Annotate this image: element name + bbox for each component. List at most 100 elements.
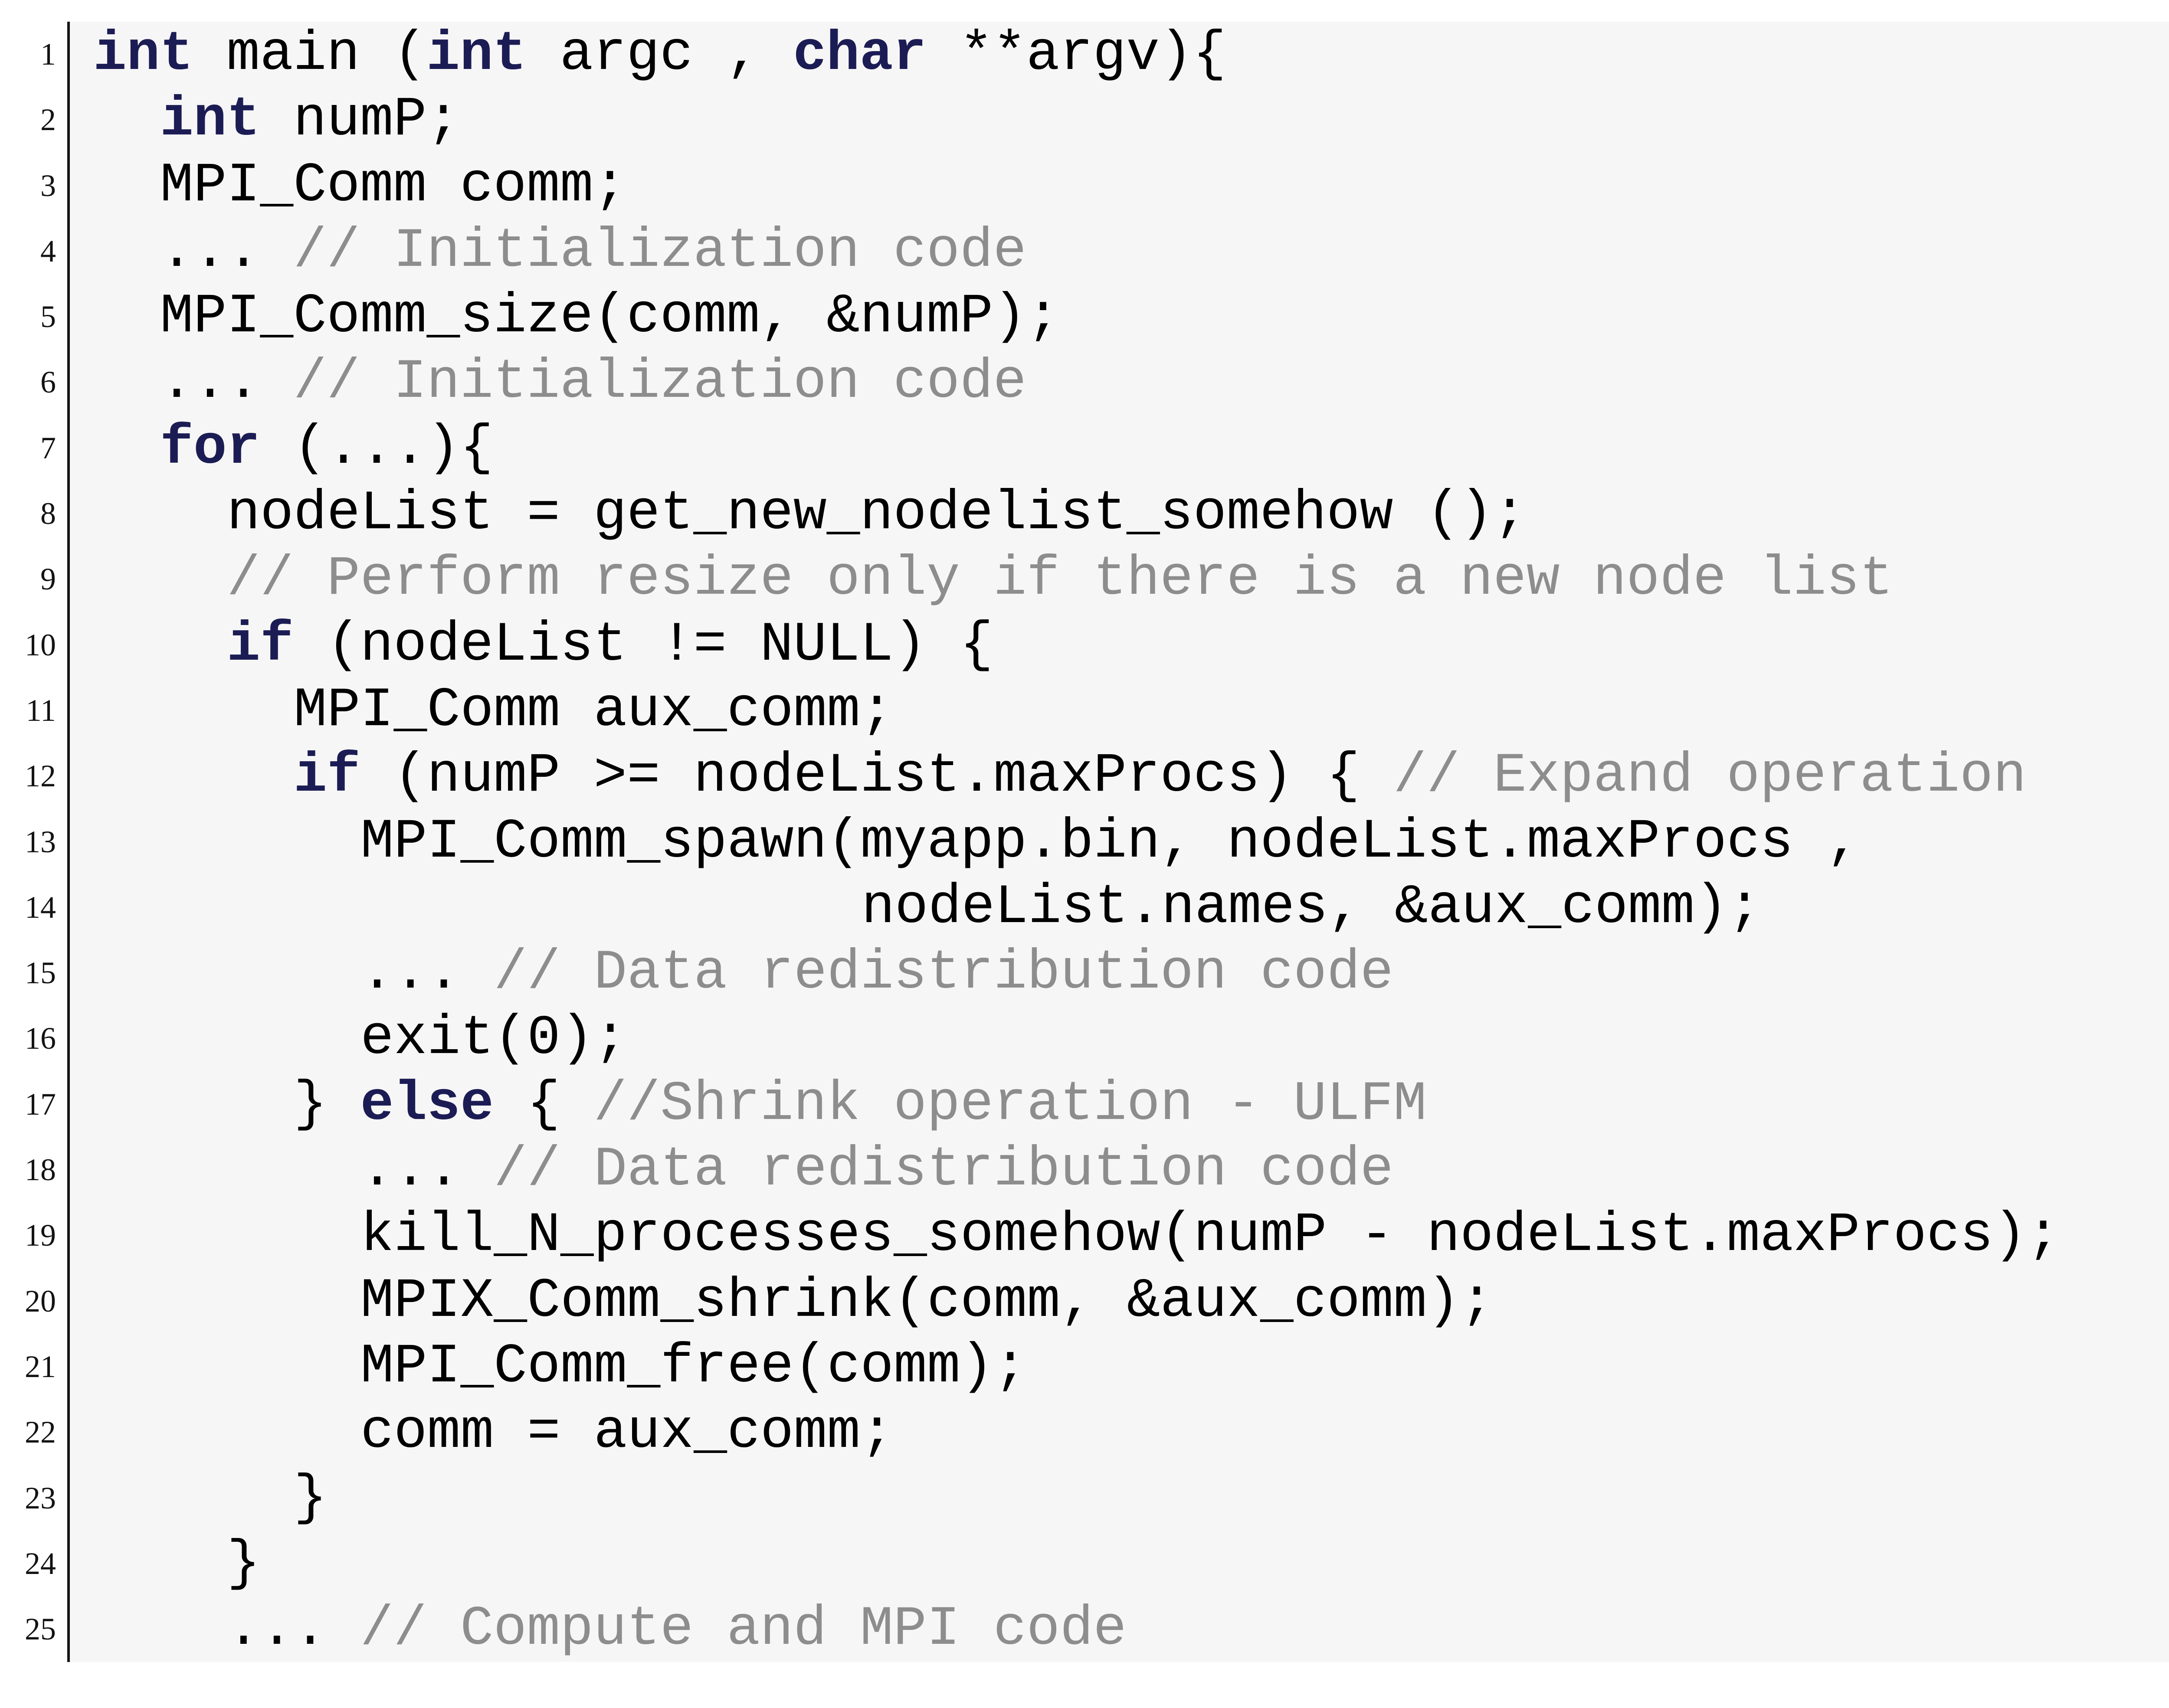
line-number: 3: [40, 168, 56, 203]
code-token: nodeList.names, &aux_comm);: [862, 876, 1761, 939]
code-token: numP;: [260, 88, 460, 152]
code-line-text: // Perform resize only if there is a new…: [67, 546, 2169, 612]
code-token: (...){: [260, 416, 494, 480]
code-line-text: MPI_Comm aux_comm;: [67, 677, 2169, 744]
code-line-text: MPIX_Comm_shrink(comm, &aux_comm);: [67, 1268, 2169, 1334]
comment-token: // Compute and MPI code: [360, 1598, 1127, 1661]
keyword-token: if: [227, 613, 294, 677]
code-token: ...: [160, 219, 294, 283]
code-token: kill_N_processes_somehow(numP - nodeList…: [360, 1204, 2060, 1267]
code-line-text: } else { //Shrink operation - ULFM: [67, 1071, 2169, 1138]
line-number: 11: [26, 693, 56, 728]
code-token: MPIX_Comm_shrink(comm, &aux_comm);: [360, 1270, 1494, 1333]
code-token: ...: [360, 1139, 494, 1202]
code-line-text: int main (int argc , char **argv){: [67, 22, 2169, 88]
code-line-text: ... // Initialization code: [67, 218, 2169, 285]
keyword-token: int: [426, 23, 527, 86]
code-token: ...: [160, 351, 294, 414]
line-number: 25: [25, 1612, 56, 1647]
keyword-token: else: [360, 1073, 494, 1136]
line-number: 7: [40, 430, 56, 465]
code-line-text: MPI_Comm_free(comm);: [67, 1334, 2169, 1400]
keyword-token: int: [160, 88, 260, 152]
code-line-text: ... // Compute and MPI code: [67, 1597, 2169, 1662]
keyword-token: char: [793, 23, 927, 86]
comment-token: // Initialization code: [293, 219, 1027, 283]
comment-token: // Initialization code: [293, 351, 1027, 414]
code-line-text: }: [67, 1465, 2169, 1531]
comment-token: // Data redistribution code: [494, 942, 1394, 1005]
code-line: 3 MPI_Comm comm;: [0, 153, 2169, 219]
line-number: 8: [40, 496, 56, 531]
code-token: }: [294, 1466, 327, 1530]
code-line-text: nodeList.names, &aux_comm);: [67, 874, 2169, 941]
code-token: ...: [227, 1598, 360, 1661]
code-token: (numP >= nodeList.maxProcs) {: [360, 745, 1393, 808]
code-token: (nodeList != NULL) {: [293, 613, 993, 677]
line-number: 23: [25, 1480, 56, 1515]
code-line: 2 int numP;: [0, 87, 2169, 153]
code-line: 22 comm = aux_comm;: [0, 1400, 2169, 1466]
line-number: 15: [25, 955, 56, 991]
code-token: **argv){: [926, 23, 1226, 86]
code-line: 1 int main (int argc , char **argv){: [0, 22, 2169, 88]
code-line-text: nodeList = get_new_nodelist_somehow ();: [67, 481, 2169, 547]
line-number: 22: [25, 1415, 56, 1450]
line-number: 5: [40, 299, 56, 334]
code-line-text: MPI_Comm_size(comm, &numP);: [67, 284, 2169, 350]
line-number: 2: [40, 102, 56, 137]
code-line-text: MPI_Comm comm;: [67, 153, 2169, 219]
code-line: 18... // Data redistribution code: [0, 1137, 2169, 1203]
code-token: }: [294, 1073, 360, 1136]
keyword-token: for: [160, 416, 260, 480]
comment-token: // Perform resize only if there is a new…: [227, 548, 1893, 611]
line-number: 4: [40, 233, 56, 268]
code-line-text: int numP;: [67, 87, 2169, 153]
code-line: 25... // Compute and MPI code: [0, 1597, 2169, 1662]
code-token: nodeList = get_new_nodelist_somehow ();: [227, 482, 1527, 546]
code-line-text: exit(0);: [67, 1006, 2169, 1072]
code-line: 5 MPI_Comm_size(comm, &numP);: [0, 284, 2169, 350]
line-number: 1: [40, 37, 56, 72]
code-line-text: ... // Data redistribution code: [67, 1137, 2169, 1203]
code-line: 17 } else { //Shrink operation - ULFM: [0, 1071, 2169, 1138]
code-line: 24}: [0, 1531, 2169, 1597]
code-line: 13 MPI_Comm_spawn(myapp.bin, nodeList.max…: [0, 809, 2169, 875]
code-token: MPI_Comm_spawn(myapp.bin, nodeList.maxPr…: [360, 810, 1860, 874]
line-number: 14: [25, 890, 56, 925]
code-line-text: if (numP >= nodeList.maxProcs) { // Expa…: [67, 743, 2169, 809]
keyword-token: if: [294, 745, 360, 808]
line-number: 13: [25, 824, 56, 859]
line-number: 9: [40, 562, 56, 597]
code-line: 9 // Perform resize only if there is a ne…: [0, 546, 2169, 612]
code-line: 6... // Initialization code: [0, 350, 2169, 416]
code-token: comm = aux_comm;: [360, 1401, 894, 1464]
line-number: 18: [25, 1152, 56, 1188]
code-line: 15 ... // Data redistribution code: [0, 940, 2169, 1006]
code-token: MPI_Comm aux_comm;: [294, 679, 894, 742]
code-token: main (: [193, 23, 427, 86]
code-line-text: }: [67, 1531, 2169, 1597]
code-line-text: for (...){: [67, 415, 2169, 481]
code-line: 12 if (numP >= nodeList.maxProcs) { // Ex…: [0, 743, 2169, 809]
code-token: MPI_Comm_free(comm);: [360, 1335, 1027, 1398]
code-line-text: ... // Initialization code: [67, 350, 2169, 416]
code-line: 4... // Initialization code: [0, 218, 2169, 285]
comment-token: // Data redistribution code: [494, 1139, 1394, 1202]
code-line: 11 MPI_Comm aux_comm;: [0, 677, 2169, 744]
keyword-token: int: [93, 23, 193, 86]
code-token: argc ,: [526, 23, 793, 86]
code-token: MPI_Comm comm;: [160, 154, 627, 217]
line-number: 12: [25, 759, 56, 794]
code-line-text: MPI_Comm_spawn(myapp.bin, nodeList.maxPr…: [67, 809, 2169, 875]
code-token: exit(0);: [360, 1007, 627, 1070]
code-line-text: ... // Data redistribution code: [67, 940, 2169, 1006]
line-number: 17: [25, 1086, 56, 1122]
code-token: {: [493, 1073, 594, 1136]
